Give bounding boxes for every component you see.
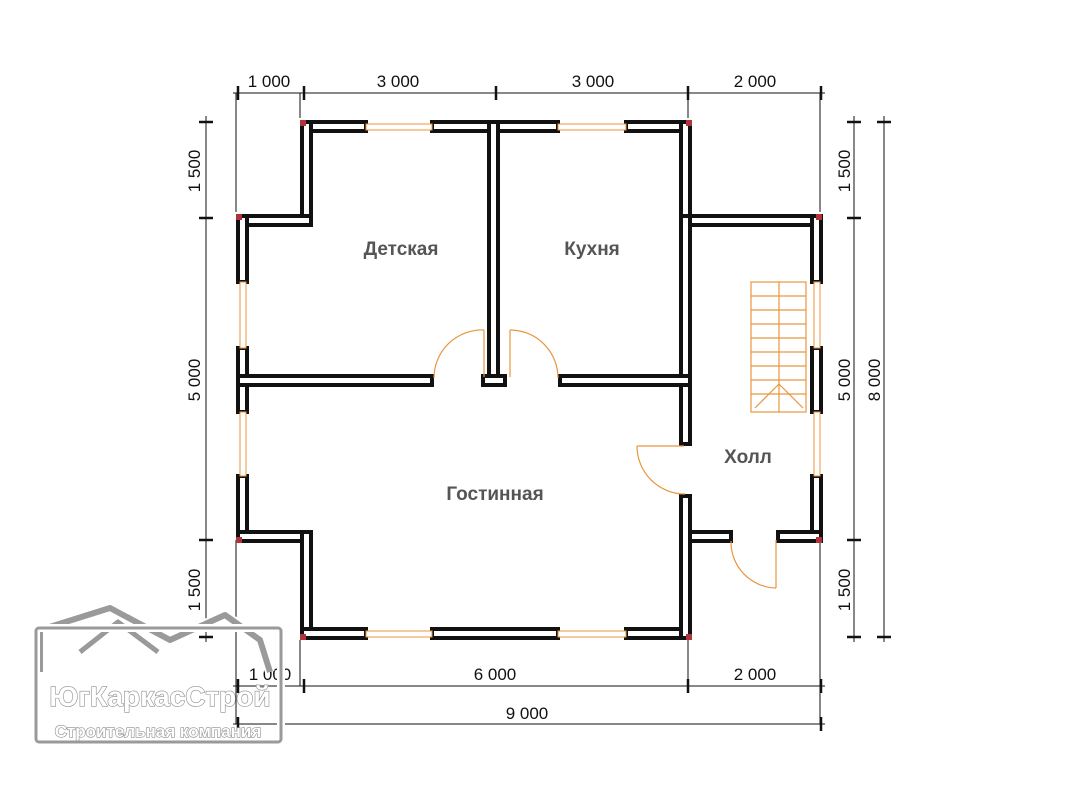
dim-top-1: 1 000 bbox=[248, 72, 291, 91]
dim-right-2: 5 000 bbox=[835, 359, 854, 402]
room-labels: Детская Кухня Гостинная Холл bbox=[364, 239, 772, 505]
window-top-left bbox=[365, 123, 433, 131]
dim-right-3: 1 500 bbox=[835, 569, 854, 612]
corner-posts bbox=[236, 120, 822, 640]
watermark-tagline: Строительная компания bbox=[55, 722, 262, 741]
dim-left-3: 1 500 bbox=[185, 569, 204, 612]
window-right-upper bbox=[813, 281, 821, 349]
watermark: ЮгКаркасСтрой Строительная компания bbox=[32, 603, 285, 746]
window-right-lower bbox=[813, 411, 821, 477]
watermark-company: ЮгКаркасСтрой bbox=[49, 681, 270, 712]
dim-top-2: 3 000 bbox=[377, 72, 420, 91]
door-entrance bbox=[730, 540, 777, 589]
dim-left-1: 1 500 bbox=[185, 150, 204, 193]
room-children-label: Детская bbox=[364, 239, 439, 260]
door-kitchen bbox=[509, 329, 559, 379]
window-bottom-right bbox=[557, 630, 627, 638]
dimension-labels: 1 000 3 000 3 000 2 000 1 000 6 000 2 00… bbox=[185, 72, 884, 723]
walls bbox=[236, 120, 823, 640]
dim-total-height: 8 000 bbox=[865, 359, 884, 402]
window-top-right bbox=[557, 123, 627, 131]
windows bbox=[239, 123, 821, 638]
room-hall-label: Холл bbox=[724, 447, 772, 468]
window-left-lower bbox=[239, 411, 247, 477]
dim-total-width: 9 000 bbox=[506, 704, 549, 723]
dim-top-3: 3 000 bbox=[572, 72, 615, 91]
door-living-hall bbox=[636, 445, 686, 495]
dim-bottom-2: 6 000 bbox=[474, 665, 517, 684]
dim-right-1: 1 500 bbox=[835, 150, 854, 193]
staircase bbox=[750, 281, 807, 413]
dimension-lines bbox=[199, 86, 891, 731]
room-living-label: Гостинная bbox=[446, 484, 543, 505]
door-children bbox=[433, 329, 485, 379]
dim-top-4: 2 000 bbox=[734, 72, 777, 91]
room-kitchen-label: Кухня bbox=[564, 239, 620, 260]
window-left-upper bbox=[239, 281, 247, 349]
dim-bottom-3: 2 000 bbox=[734, 665, 777, 684]
dim-left-2: 5 000 bbox=[185, 359, 204, 402]
watermark-logo-icon bbox=[32, 603, 285, 746]
window-bottom-left bbox=[365, 630, 433, 638]
doors bbox=[433, 329, 777, 589]
